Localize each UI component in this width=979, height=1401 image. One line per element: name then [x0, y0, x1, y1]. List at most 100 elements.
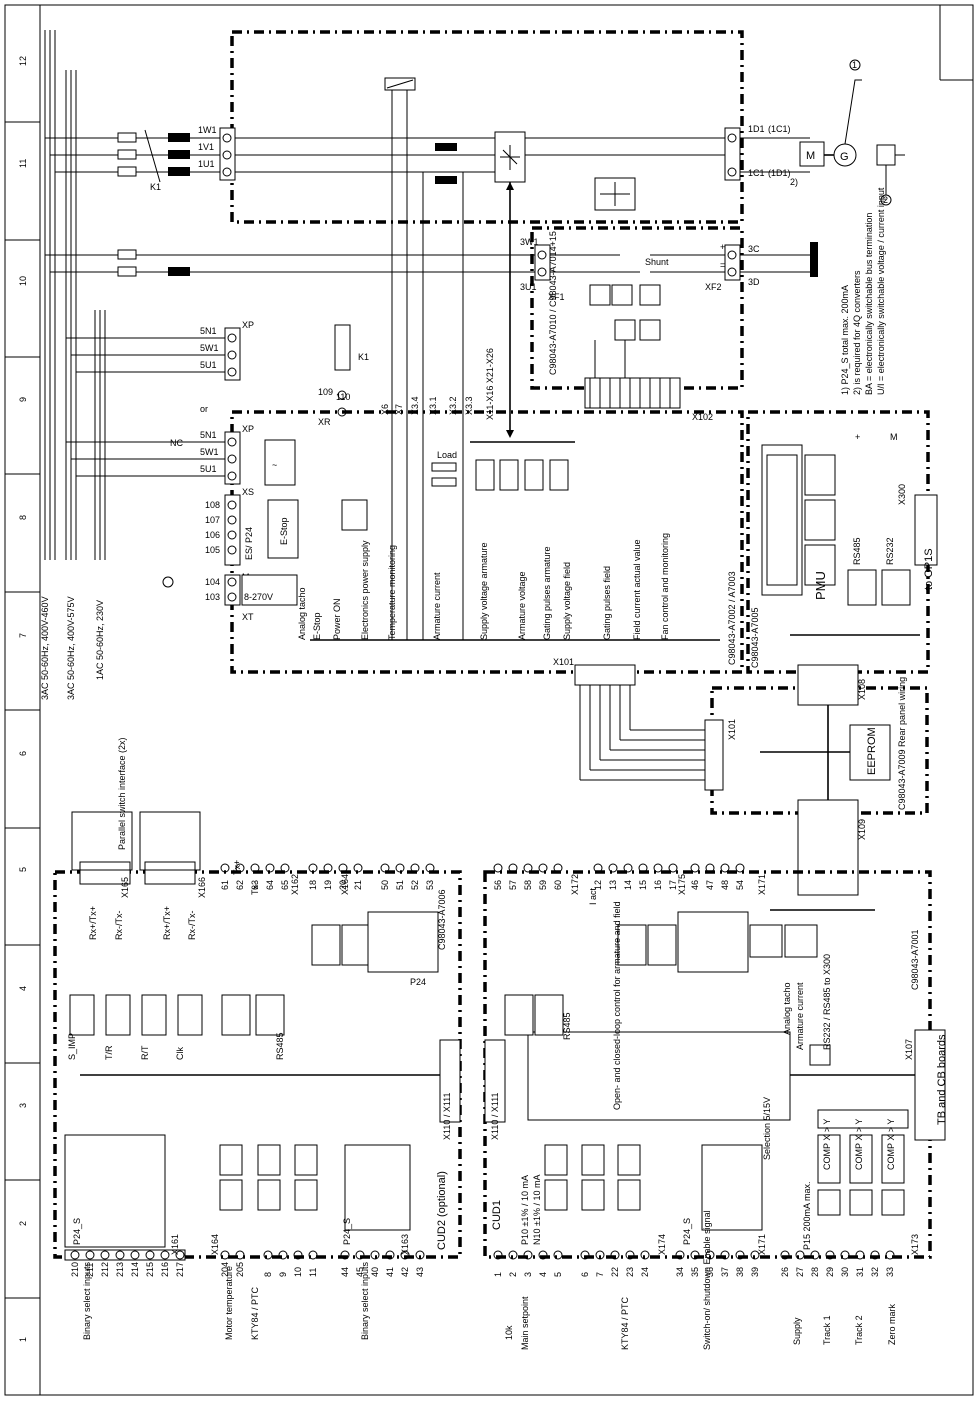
- cud1-sw-label: Switch-on/ shutdown Enable signal: [702, 1210, 712, 1350]
- cud1-selection: Selection 5/15V: [762, 1097, 772, 1160]
- x101-top: X101: [553, 657, 574, 667]
- cud1-term-57: 57: [508, 880, 518, 890]
- cud1-board: C98043-A7001: [910, 929, 920, 990]
- cud2-area: [64, 811, 461, 1248]
- cud1-iact: I act: [588, 887, 598, 905]
- cud2-x166: X166: [197, 877, 207, 898]
- cud2-term-53-dot: [425, 863, 435, 873]
- cud2-binary2-label: Binary select inputs: [360, 1261, 370, 1340]
- cud2-p24star: P24: [410, 977, 426, 987]
- cud1-term-3-dot: [523, 1250, 533, 1260]
- es-label: ES/ P24: [244, 527, 254, 560]
- cud2-term-21: 21: [353, 880, 363, 890]
- cud2-term-213-dot: [115, 1250, 125, 1260]
- x34-label: X3.4: [410, 396, 420, 415]
- xp2-5w1: 5W1: [200, 447, 219, 457]
- cud1-term-26: 26: [780, 1267, 790, 1277]
- cud1-title: CUD1: [491, 1200, 503, 1230]
- cud2-title: CUD2 (optional): [436, 1171, 448, 1250]
- cud1-term-2: 2: [508, 1272, 518, 1277]
- cud2-term-63-dot: [250, 863, 260, 873]
- cud2-motor-label: Motor temperature: [224, 1266, 234, 1340]
- cud1-term-3: 3: [523, 1272, 533, 1277]
- cud1-n10: N10 ±1% / 10 mA: [532, 1175, 542, 1245]
- or-label: or: [200, 404, 208, 414]
- bus-signal-6: Supply voltage armature: [479, 542, 489, 640]
- cud1-term-30-dot: [840, 1250, 850, 1260]
- x102-label: X102: [692, 412, 713, 422]
- grid-number-4: 4: [18, 986, 28, 991]
- note-2: 2) is required for 4Q converters: [852, 270, 862, 395]
- cud2-term-210: 210: [70, 1262, 80, 1277]
- bus-signal-3: Electronics power supply: [360, 540, 370, 640]
- cud1-term-38-dot: [735, 1250, 745, 1260]
- cud1-term-54: 54: [735, 880, 745, 890]
- supply-label-3: 1AC 50-60Hz, 230V: [95, 600, 105, 680]
- cud1-term-36-dot: [705, 1250, 715, 1260]
- cud2-term-9: 9: [278, 1272, 288, 1277]
- cud2-term-211-dot: [85, 1250, 95, 1260]
- grid-number-12: 12: [18, 56, 28, 66]
- note2-mark: 2): [790, 177, 798, 187]
- cud1-term-60: 60: [553, 880, 563, 890]
- cud2-p24: P24_S: [72, 1218, 82, 1245]
- xp-5u1: 5U1: [200, 360, 217, 370]
- cud2-term-217-dot: [175, 1250, 185, 1260]
- power-wiring: [45, 77, 740, 640]
- pmu-area: PMU C98043-A7005 RS485 RS232 X300 to OP1…: [750, 432, 938, 668]
- cud1-term-22: 22: [610, 1267, 620, 1277]
- bus-signal-11: Field current actual value: [632, 539, 642, 640]
- xp-5w1: 5W1: [200, 343, 219, 353]
- motor-label: M: [806, 150, 815, 162]
- xr-109: 109: [318, 387, 333, 397]
- cud1-term-7: 7: [595, 1272, 605, 1277]
- cud1-term-35: 35: [690, 1267, 700, 1277]
- term-xf1: XF1: [548, 292, 565, 302]
- bus-signal-2: Power ON: [332, 598, 342, 640]
- pmu-down-button[interactable]: [804, 454, 836, 496]
- note-3: BA = electronically switchable bus termi…: [864, 213, 874, 395]
- pmu-p-button[interactable]: [804, 544, 836, 586]
- pmu-m: M: [890, 432, 898, 442]
- motor-area: 1D1 (1C1) 1C1 (1D1) M G 1 2 2): [724, 59, 905, 206]
- cud1-arm-current: Armature current: [795, 982, 805, 1050]
- cud2-rx1: Rx+/Tx+: [88, 906, 98, 940]
- cud2-term-214-dot: [130, 1250, 140, 1260]
- x7-label: X7: [394, 404, 404, 415]
- pmu-up-button[interactable]: [804, 499, 836, 541]
- cud2-term-43-dot: [415, 1250, 425, 1260]
- cud1-term-46-dot: [690, 863, 700, 873]
- cud1-x175: X175: [677, 874, 687, 895]
- cud1-term-23-dot: [625, 1250, 635, 1260]
- cud2-rt: R/T: [140, 1045, 150, 1060]
- cud1-x172: X172: [570, 874, 580, 895]
- x101-rear: X101: [727, 719, 737, 740]
- cud2-term-8: 8: [263, 1272, 273, 1277]
- pmu-rs232: RS232: [885, 537, 895, 565]
- cud2-term-217: 217: [175, 1262, 185, 1277]
- cud1-term-28: 28: [810, 1267, 820, 1277]
- cud1-x107: X107: [904, 1039, 914, 1060]
- cud1-term-17: 17: [668, 880, 678, 890]
- cud2-term-19: 19: [323, 880, 333, 890]
- cud1-term-14: 14: [623, 880, 633, 890]
- bus-signal-8: Gating pulses armature: [542, 546, 552, 640]
- cud1-term-38: 38: [735, 1267, 745, 1277]
- cud1-term-16: 16: [653, 880, 663, 890]
- cud1-x171: X171: [757, 1234, 767, 1255]
- cud2-term-63: 63: [250, 880, 260, 890]
- x11-label: X11-X16 X21-X26: [485, 348, 495, 420]
- cud1-term-59: 59: [538, 880, 548, 890]
- bus-signal-1: E-Stop: [312, 612, 322, 640]
- cud1-comp1: COMP X > Y: [822, 1119, 832, 1170]
- cud1-comp3: COMP X > Y: [886, 1119, 896, 1170]
- cud2-term-41: 41: [385, 1267, 395, 1277]
- cud2-x162: X162: [290, 874, 300, 895]
- cud2-term-41-dot: [385, 1250, 395, 1260]
- cud1-term-58: 58: [523, 880, 533, 890]
- rear-board-label: C98043-A7009 Rear panel wiring: [897, 677, 907, 810]
- grid-number-2: 2: [18, 1221, 28, 1226]
- cud1-term-27: 27: [795, 1267, 805, 1277]
- cud1-term-37-dot: [720, 1250, 730, 1260]
- xt-label: XT: [242, 612, 254, 622]
